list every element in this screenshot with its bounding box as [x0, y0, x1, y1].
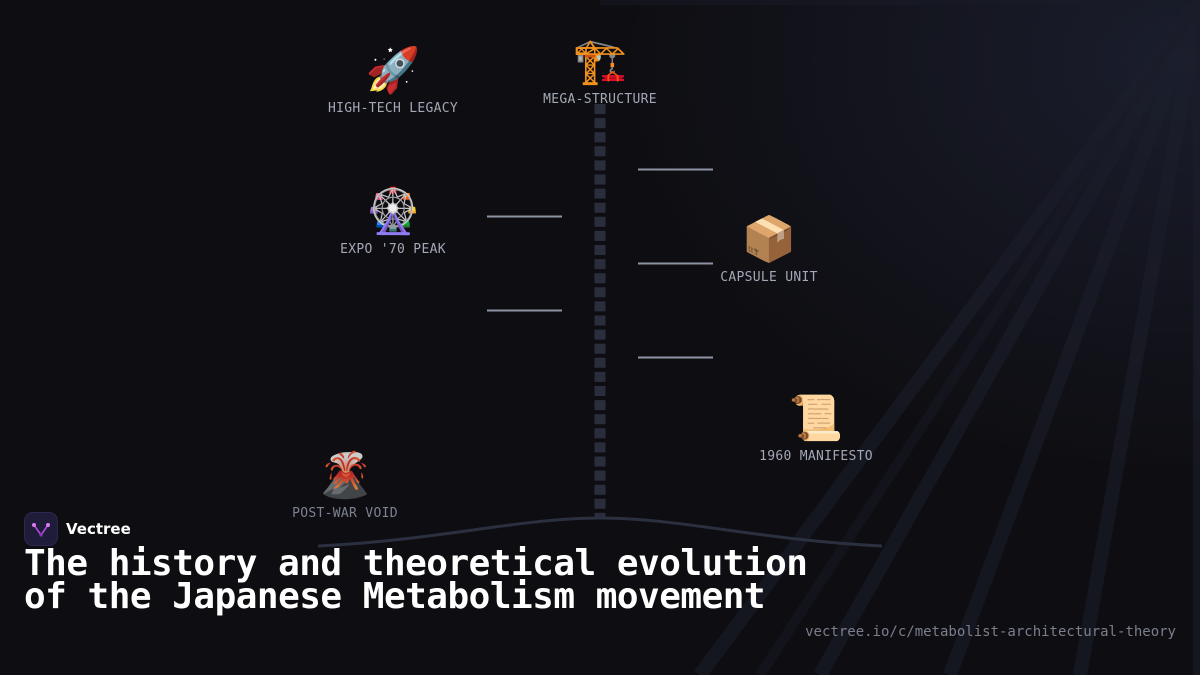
- node-label: CAPSULE UNIT: [720, 270, 818, 285]
- node-post-war-void[interactable]: 🌋 POST-WAR VOID: [292, 450, 398, 522]
- node-expo-70-peak[interactable]: 🎡 EXPO '70 PEAK: [340, 186, 446, 258]
- node-label: 1960 MANIFESTO: [759, 449, 873, 464]
- node-label: EXPO '70 PEAK: [340, 242, 446, 257]
- node-mega-structure[interactable]: 🏗️ MEGA-STRUCTURE: [543, 36, 657, 108]
- vectree-logo-icon: [24, 512, 58, 546]
- brand-name: Vectree: [66, 520, 131, 538]
- tree-roots: [317, 516, 883, 548]
- node-label: POST-WAR VOID: [292, 506, 398, 521]
- page-title: The history and theoretical evolution of…: [24, 543, 808, 617]
- source-url[interactable]: vectree.io/c/metabolist-architectural-th…: [805, 624, 1176, 640]
- brand[interactable]: Vectree: [24, 512, 131, 546]
- crane-icon: 🏗️: [572, 36, 628, 87]
- node-high-tech-legacy[interactable]: 🚀 HIGH-TECH LEGACY: [327, 45, 459, 117]
- volcano-icon: 🌋: [317, 450, 373, 501]
- ferris-wheel-icon: 🎡: [365, 186, 421, 237]
- node-label: MEGA-STRUCTURE: [543, 92, 657, 107]
- node-capsule-unit[interactable]: 📦 CAPSULE UNIT: [720, 214, 818, 286]
- scroll-icon: 📜: [788, 393, 844, 444]
- package-icon: 📦: [741, 214, 797, 265]
- rocket-icon: 🚀: [365, 45, 421, 96]
- node-label: HIGH-TECH LEGACY: [327, 101, 459, 116]
- node-1960-manifesto[interactable]: 📜 1960 MANIFESTO: [759, 393, 873, 465]
